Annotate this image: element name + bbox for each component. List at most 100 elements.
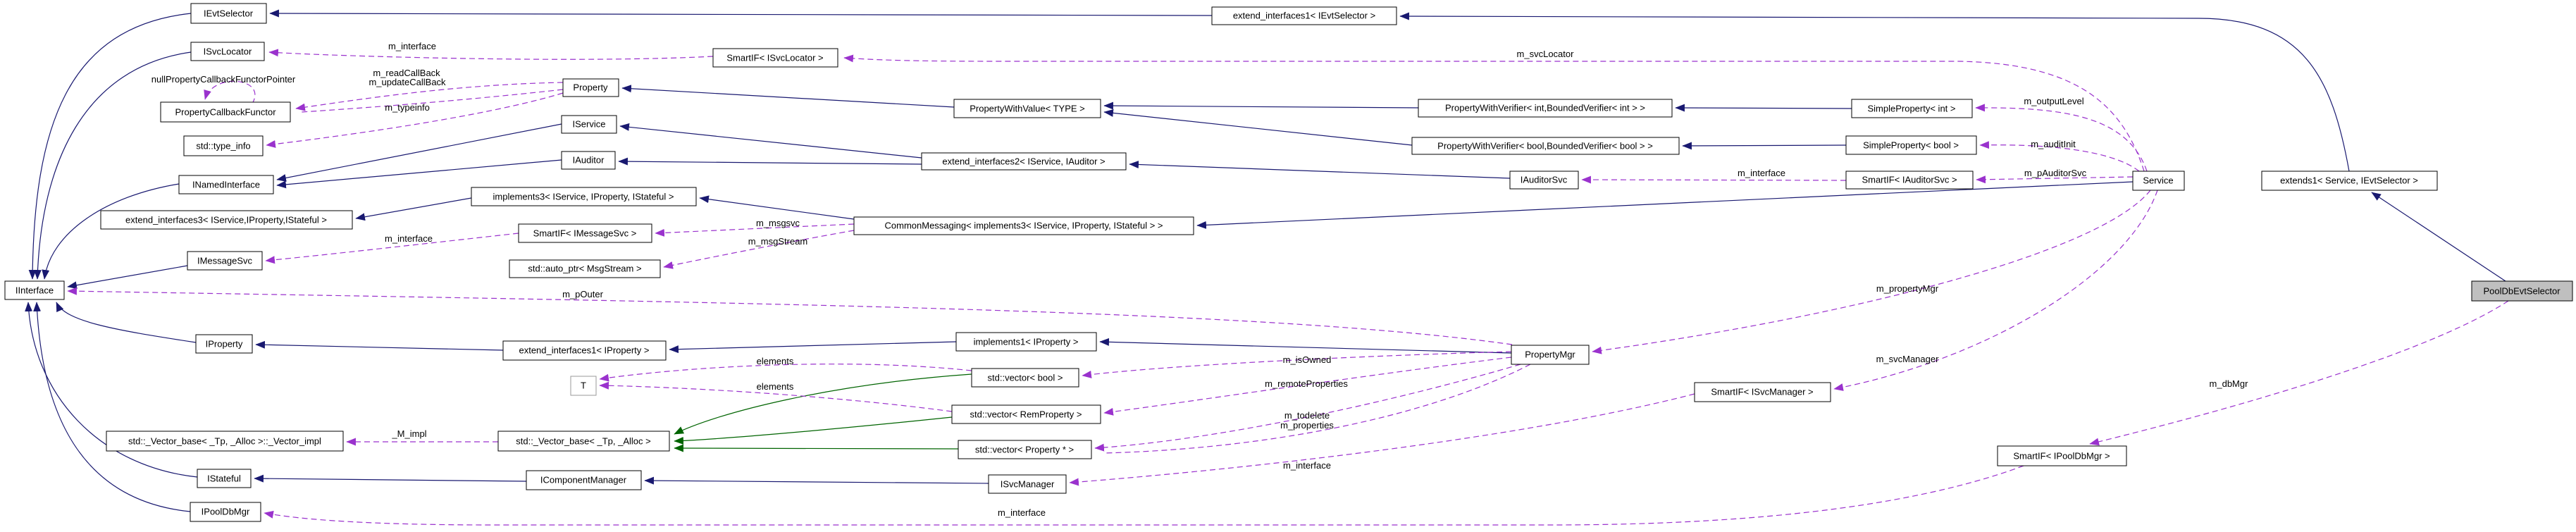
node-extend-interfaces2[interactable]: extend_interfaces2< IService, IAuditor > [921, 152, 1127, 171]
node-ipooldbmgr[interactable]: IPoolDbMgr [190, 502, 261, 522]
edge-propertymgr-to-vectorbool [1082, 351, 1512, 378]
node-smartif-imessagesvc[interactable]: SmartIF< IMessageSvc > [518, 223, 652, 243]
node-propertywithverifier-bool[interactable]: PropertyWithVerifier< bool,BoundedVerifi… [1411, 137, 1680, 155]
node-iauditorsvc[interactable]: IAuditorSvc [1509, 171, 1579, 190]
node-propertywithvalue-type-box[interactable] [953, 99, 1101, 118]
node-smartif-isvclocator[interactable]: SmartIF< ISvcLocator > [712, 48, 838, 68]
node-extend-interfaces1-iproperty-label: extend_interfaces1< IProperty > [519, 345, 649, 356]
node-imessagesvc-box[interactable] [187, 251, 263, 271]
node-smartif-ipooldbmgr[interactable]: SmartIF< IPoolDbMgr > [1997, 445, 2127, 466]
node-commonmessaging[interactable]: CommonMessaging< implements3< IService, … [853, 216, 1194, 235]
node-istateful-box[interactable] [197, 469, 252, 488]
node-smartif-iauditorsvc[interactable]: SmartIF< IAuditorSvc > [1845, 171, 1974, 190]
node-service-label: Service [2143, 175, 2173, 186]
node-t-template-param-box[interactable] [570, 376, 597, 396]
node-iauditorsvc-box[interactable] [1509, 171, 1579, 190]
node-smartif-iauditorsvc-box[interactable] [1845, 171, 1974, 190]
node-vector-property[interactable]: std::vector< Property * > [958, 440, 1092, 459]
node-ipooldbmgr-box[interactable] [190, 502, 261, 522]
edge-ipooldbmgr-to-iinterface [33, 302, 191, 512]
node-iproperty-box[interactable] [195, 334, 253, 354]
node-propertymgr-box[interactable] [1511, 345, 1590, 365]
node-service[interactable]: Service [2132, 171, 2185, 191]
node-isvclocator[interactable]: ISvcLocator [190, 42, 265, 61]
node-inamedinterface[interactable]: INamedInterface [178, 175, 274, 194]
node-extend-interfaces1-iproperty[interactable]: extend_interfaces1< IProperty > [502, 340, 667, 361]
node-propertywithvalue-type[interactable]: PropertyWithValue< TYPE > [953, 99, 1101, 118]
node-iauditor[interactable]: IAuditor [561, 151, 616, 170]
node-inamedinterface-box[interactable] [178, 175, 274, 194]
node-t-template-param[interactable]: T [570, 376, 597, 396]
node-extend-interfaces2-box[interactable] [921, 152, 1127, 171]
node-icomponentmanager-box[interactable] [526, 470, 642, 490]
node-simpleproperty-int[interactable]: SimpleProperty< int > [1851, 99, 1973, 118]
node-ievtselector[interactable]: IEvtSelector [190, 3, 267, 24]
node-iservice-box[interactable] [561, 115, 617, 134]
node-pooldbevtselector[interactable]: PoolDbEvtSelector [2471, 280, 2573, 302]
node-propertycallbackfunctor[interactable]: PropertyCallbackFunctor [160, 101, 291, 123]
node-extends1[interactable]: extends1< Service, IEvtSelector > [2261, 171, 2438, 191]
edge-iauditorsvc-to-ei2 [1129, 161, 1511, 179]
node-iinterface-box[interactable] [4, 280, 65, 300]
node-property[interactable]: Property [562, 78, 619, 97]
node-icomponentmanager[interactable]: IComponentManager [526, 470, 642, 490]
node-vector-base-box[interactable] [497, 431, 670, 452]
edge-label-m-isowned: m_isOwned [1283, 354, 1332, 365]
node-isvclocator-box[interactable] [190, 42, 265, 61]
node-simpleproperty-bool[interactable]: SimpleProperty< bool > [1845, 135, 1977, 155]
node-smartif-isvcmanager[interactable]: SmartIF< ISvcManager > [1694, 382, 1831, 402]
node-simpleproperty-bool-box[interactable] [1845, 135, 1977, 155]
node-extend-interfaces1-ievtselector-box[interactable] [1211, 6, 1397, 25]
edge-label-m-msgsvc: m_msgsvc [756, 218, 800, 228]
node-isvcmanager-box[interactable] [988, 474, 1067, 494]
node-implements3[interactable]: implements3< IService, IProperty, IState… [471, 187, 697, 206]
node-vector-impl-box[interactable] [106, 431, 344, 452]
node-extend-interfaces1-ievtselector[interactable]: extend_interfaces1< IEvtSelector > [1211, 6, 1397, 25]
node-extend-interfaces3-box[interactable] [100, 210, 353, 230]
node-iproperty[interactable]: IProperty [195, 334, 253, 354]
node-property-box[interactable] [562, 78, 619, 97]
edge-labels: m_interface m_svcLocator nullPropertyCal… [151, 41, 2248, 518]
node-propertywithverifier-int-box[interactable] [1418, 99, 1673, 118]
edge-label-m-readcallback: m_readCallBack [373, 68, 440, 78]
node-implements3-box[interactable] [471, 187, 697, 206]
node-vector-bool-box[interactable] [971, 368, 1079, 388]
node-propertywithverifier-bool-box[interactable] [1411, 137, 1680, 155]
edge-service-to-simplepropint [1975, 104, 2148, 172]
node-propertycallbackfunctor-box[interactable] [160, 101, 291, 123]
node-simpleproperty-int-box[interactable] [1851, 99, 1973, 118]
node-vector-base[interactable]: std::_Vector_base< _Tp, _Alloc > [497, 431, 670, 452]
node-iservice[interactable]: IService [561, 115, 617, 134]
node-iinterface[interactable]: IInterface [4, 280, 65, 300]
node-propertywithverifier-int[interactable]: PropertyWithVerifier< int,BoundedVerifie… [1418, 99, 1673, 118]
node-isvcmanager[interactable]: ISvcManager [988, 474, 1067, 494]
node-pooldbevtselector-box[interactable] [2471, 280, 2573, 302]
node-std-type-info[interactable]: std::type_info [183, 135, 264, 156]
node-implements1-iproperty[interactable]: implements1< IProperty > [955, 332, 1097, 352]
node-extend-interfaces3[interactable]: extend_interfaces3< IService,IProperty,I… [100, 210, 353, 230]
node-auto-ptr-msgstream-box[interactable] [509, 259, 661, 278]
node-smartif-imessagesvc-box[interactable] [518, 223, 652, 243]
node-ievtselector-box[interactable] [190, 3, 267, 24]
node-vector-impl[interactable]: std::_Vector_base< _Tp, _Alloc >::_Vecto… [106, 431, 344, 452]
node-vector-property-box[interactable] [958, 440, 1092, 459]
node-service-box[interactable] [2132, 171, 2185, 191]
node-auto-ptr-msgstream[interactable]: std::auto_ptr< MsgStream > [509, 259, 661, 278]
node-propertymgr[interactable]: PropertyMgr [1511, 345, 1590, 365]
edge-label-m-dbmgr: m_dbMgr [2210, 378, 2249, 389]
node-commonmessaging-box[interactable] [853, 216, 1194, 235]
node-istateful[interactable]: IStateful [197, 469, 252, 488]
node-vector-bool[interactable]: std::vector< bool > [971, 368, 1079, 388]
node-std-type-info-box[interactable] [183, 135, 264, 156]
node-vector-remproperty[interactable]: std::vector< RemProperty > [951, 404, 1101, 424]
node-imessagesvc[interactable]: IMessageSvc [187, 251, 263, 271]
node-smartif-ipooldbmgr-box[interactable] [1997, 445, 2127, 466]
node-smartif-isvclocator-box[interactable] [712, 48, 838, 68]
node-extend-interfaces1-iproperty-box[interactable] [502, 340, 667, 361]
node-smartif-isvcmanager-box[interactable] [1694, 382, 1831, 402]
node-iauditor-box[interactable] [561, 151, 616, 170]
node-vector-remproperty-box[interactable] [951, 404, 1101, 424]
node-implements1-iproperty-box[interactable] [955, 332, 1097, 352]
node-extends1-box[interactable] [2261, 171, 2438, 191]
